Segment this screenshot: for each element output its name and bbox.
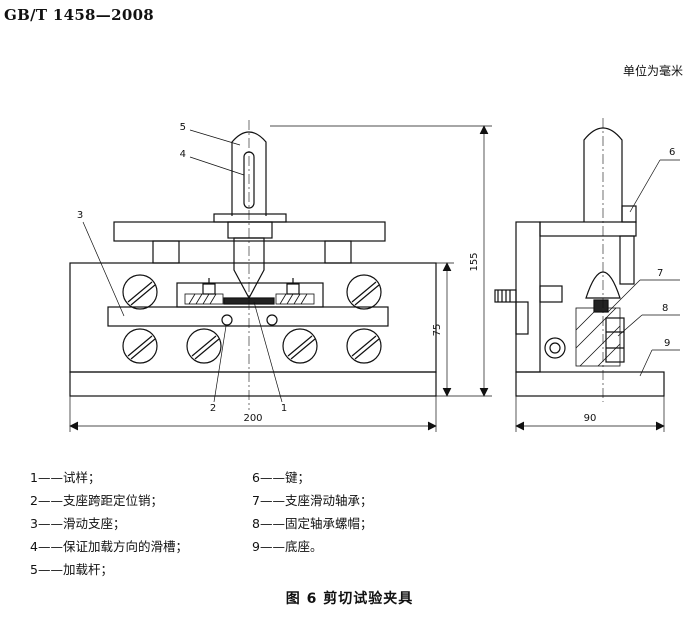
side-frame <box>515 221 541 373</box>
side-top <box>539 221 637 237</box>
front-body <box>69 262 437 373</box>
front-leaders <box>82 129 283 403</box>
front-bridge-leg-left <box>152 240 180 264</box>
positioning-pin-right <box>266 314 278 326</box>
front-bearings <box>122 274 382 364</box>
legend-item-4: 4——保证加载方向的滑槽； <box>30 539 188 554</box>
callout-1: 1 <box>281 403 287 414</box>
legend-item-1: 1——试样； <box>30 470 101 485</box>
legend-item-8: 8——固定轴承螺帽； <box>252 516 373 531</box>
callout-4: 4 <box>180 149 186 160</box>
side-view <box>494 118 665 402</box>
callout-2: 2 <box>210 403 216 414</box>
dim-height-total: 155 <box>469 252 480 271</box>
side-base <box>515 371 665 397</box>
rod-collar <box>213 213 287 223</box>
legend-left: 1——试样； 2——支座跨距定位销； 3——滑动支座； 4——保证加载方向的滑槽… <box>30 466 188 581</box>
dim-width-front: 200 <box>243 413 262 424</box>
figure-caption: 图 6 剪切试验夹具 <box>285 591 414 607</box>
unit-note: 单位为毫米 <box>622 64 683 78</box>
positioning-pin-left <box>221 314 233 326</box>
dim-height-lower: 75 <box>432 324 443 337</box>
legend-right: 6——键； 7——支座滑动轴承； 8——固定轴承螺帽； 9——底座。 <box>252 466 372 558</box>
side-nut <box>605 317 625 363</box>
side-bearing-block <box>575 307 621 367</box>
callout-6: 6 <box>669 147 675 158</box>
legend-item-7: 7——支座滑动轴承； <box>252 493 373 508</box>
callout-7: 7 <box>657 268 663 279</box>
sliding-support-bar <box>107 306 389 327</box>
front-center-block <box>176 282 324 308</box>
callout-5: 5 <box>180 122 186 133</box>
loading-rod <box>231 131 267 216</box>
side-leaders <box>607 159 680 377</box>
front-bridge-leg-right <box>324 240 352 264</box>
front-view <box>69 120 437 410</box>
side-key <box>621 205 637 223</box>
callout-3: 3 <box>77 210 83 221</box>
callout-9: 9 <box>664 338 670 349</box>
legend-item-9: 9——底座。 <box>252 539 323 554</box>
legend-item-2: 2——支座跨距定位销； <box>30 493 163 508</box>
rod-guide <box>227 221 273 239</box>
loading-wedge <box>233 237 265 300</box>
legend-item-6: 6——键； <box>252 470 310 485</box>
callout-8: 8 <box>662 303 668 314</box>
dim-width-side: 90 <box>584 413 597 424</box>
legend-item-3: 3——滑动支座； <box>30 516 126 531</box>
shear-fixture-drawing: 155 75 200 5 4 3 2 1 <box>69 118 680 432</box>
side-dimensions <box>515 396 665 432</box>
front-base <box>69 371 437 397</box>
front-dimensions <box>69 125 492 432</box>
standard-number: GB/T 1458—2008 <box>4 6 155 24</box>
legend-item-5: 5——加载杆； <box>30 562 113 577</box>
